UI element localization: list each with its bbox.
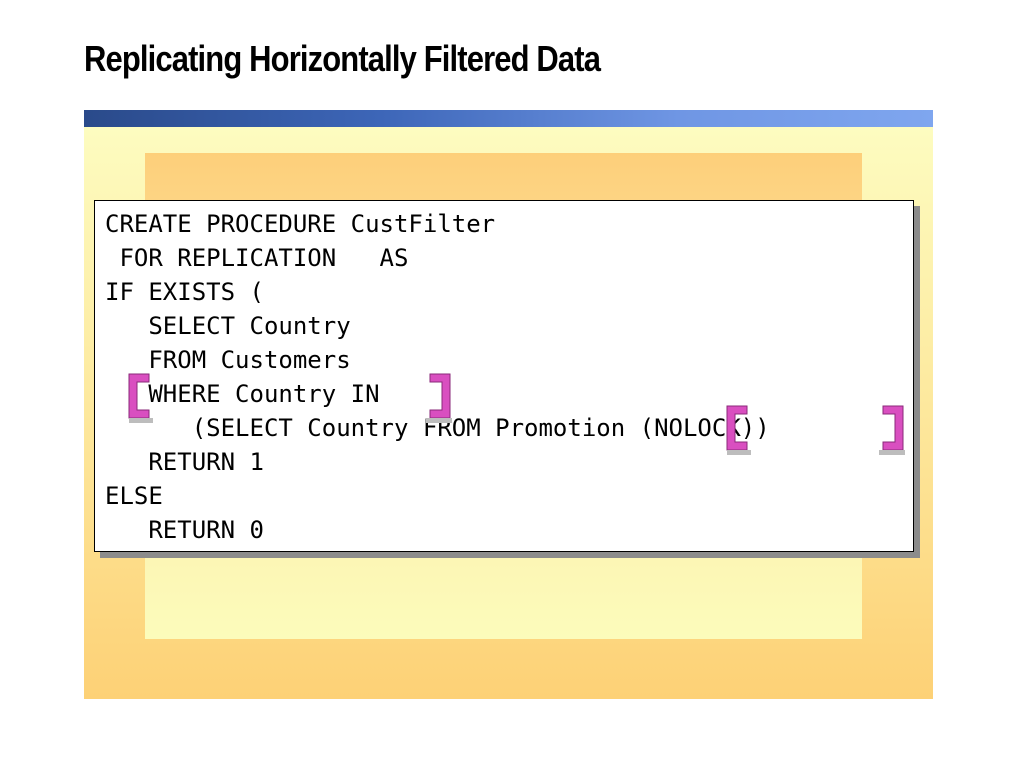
code-line-4: SELECT Country [105, 312, 351, 340]
right-bracket-icon [426, 373, 452, 423]
left-bracket-icon [128, 373, 153, 423]
code-line-9: ELSE [105, 482, 163, 510]
title-accent-bar [84, 110, 933, 127]
left-bracket-icon [726, 405, 751, 455]
right-bracket-icon [879, 405, 905, 455]
code-line-2: FOR REPLICATION AS [105, 244, 409, 272]
code-line-5: FROM Customers [105, 346, 351, 374]
code-line-8: RETURN 1 [105, 448, 264, 476]
code-box: CREATE PROCEDURE CustFilter FOR REPLICAT… [94, 200, 914, 552]
code-line-1: CREATE PROCEDURE CustFilter [105, 210, 496, 238]
slide-title: Replicating Horizontally Filtered Data [84, 38, 601, 79]
code-line-10: RETURN 0 [105, 516, 264, 544]
code-line-3: IF EXISTS ( [105, 278, 264, 306]
code-line-6: WHERE Country IN [105, 380, 380, 408]
